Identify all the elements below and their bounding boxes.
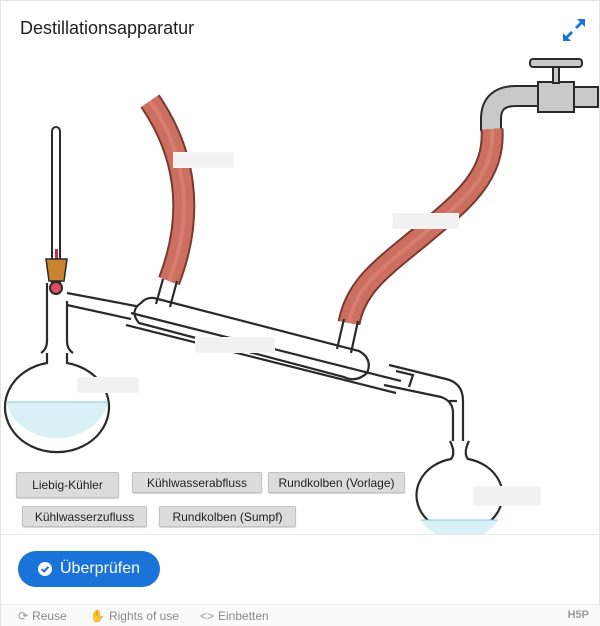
boiling-flask: [3, 353, 111, 454]
draggable-liebig-kuehler[interactable]: Liebig-Kühler: [16, 472, 119, 498]
distillation-apparatus-illustration: [3, 58, 599, 535]
embed-label: Einbetten: [218, 609, 269, 623]
h5p-logo[interactable]: H5P: [567, 609, 589, 621]
dropzone-outlet-hose[interactable]: [173, 152, 234, 168]
divider: [1, 534, 600, 535]
footer-bar: ⟳ Reuse ✋ Rights of use <> Einbetten H5P: [1, 604, 600, 626]
refresh-icon: ⟳: [18, 609, 29, 623]
dropzone-inlet-hose[interactable]: [392, 213, 459, 229]
dropzone-receiving-flask[interactable]: [473, 486, 541, 506]
thermometer: [45, 126, 68, 295]
vacuum-adapter: [383, 363, 465, 441]
reuse-link[interactable]: ⟳ Reuse: [18, 609, 67, 623]
page-title: Destillationsapparatur: [20, 18, 195, 38]
check-circle-icon: [38, 562, 52, 576]
embed-link[interactable]: <> Einbetten: [200, 609, 269, 623]
water-tap: [480, 58, 599, 131]
dropzone-boiling-flask[interactable]: [77, 377, 139, 393]
reuse-label: Reuse: [32, 609, 67, 623]
outlet-hose: [140, 94, 196, 286]
inlet-hose: [337, 128, 504, 326]
draggable-kuehlwasserzufluss[interactable]: Kühlwasserzufluss: [22, 506, 147, 527]
draggable-kuehlwasserabfluss[interactable]: Kühlwasserabfluss: [132, 472, 262, 493]
code-icon: <>: [200, 609, 215, 623]
draggable-rundkolben-sumpf[interactable]: Rundkolben (Sumpf): [159, 506, 296, 527]
check-button[interactable]: Überprüfen: [18, 551, 160, 587]
receiving-flask: [415, 440, 504, 535]
rights-of-use-link[interactable]: ✋ Rights of use: [90, 609, 179, 623]
draggable-rundkolben-vorlage[interactable]: Rundkolben (Vorlage): [268, 472, 405, 493]
check-button-label: Überprüfen: [60, 560, 141, 577]
dropzone-condenser[interactable]: [195, 337, 275, 353]
distillation-head: [40, 283, 142, 354]
rights-of-use-label: Rights of use: [108, 609, 179, 623]
handshake-icon: ✋: [90, 609, 105, 623]
fullscreen-icon[interactable]: [561, 17, 587, 43]
